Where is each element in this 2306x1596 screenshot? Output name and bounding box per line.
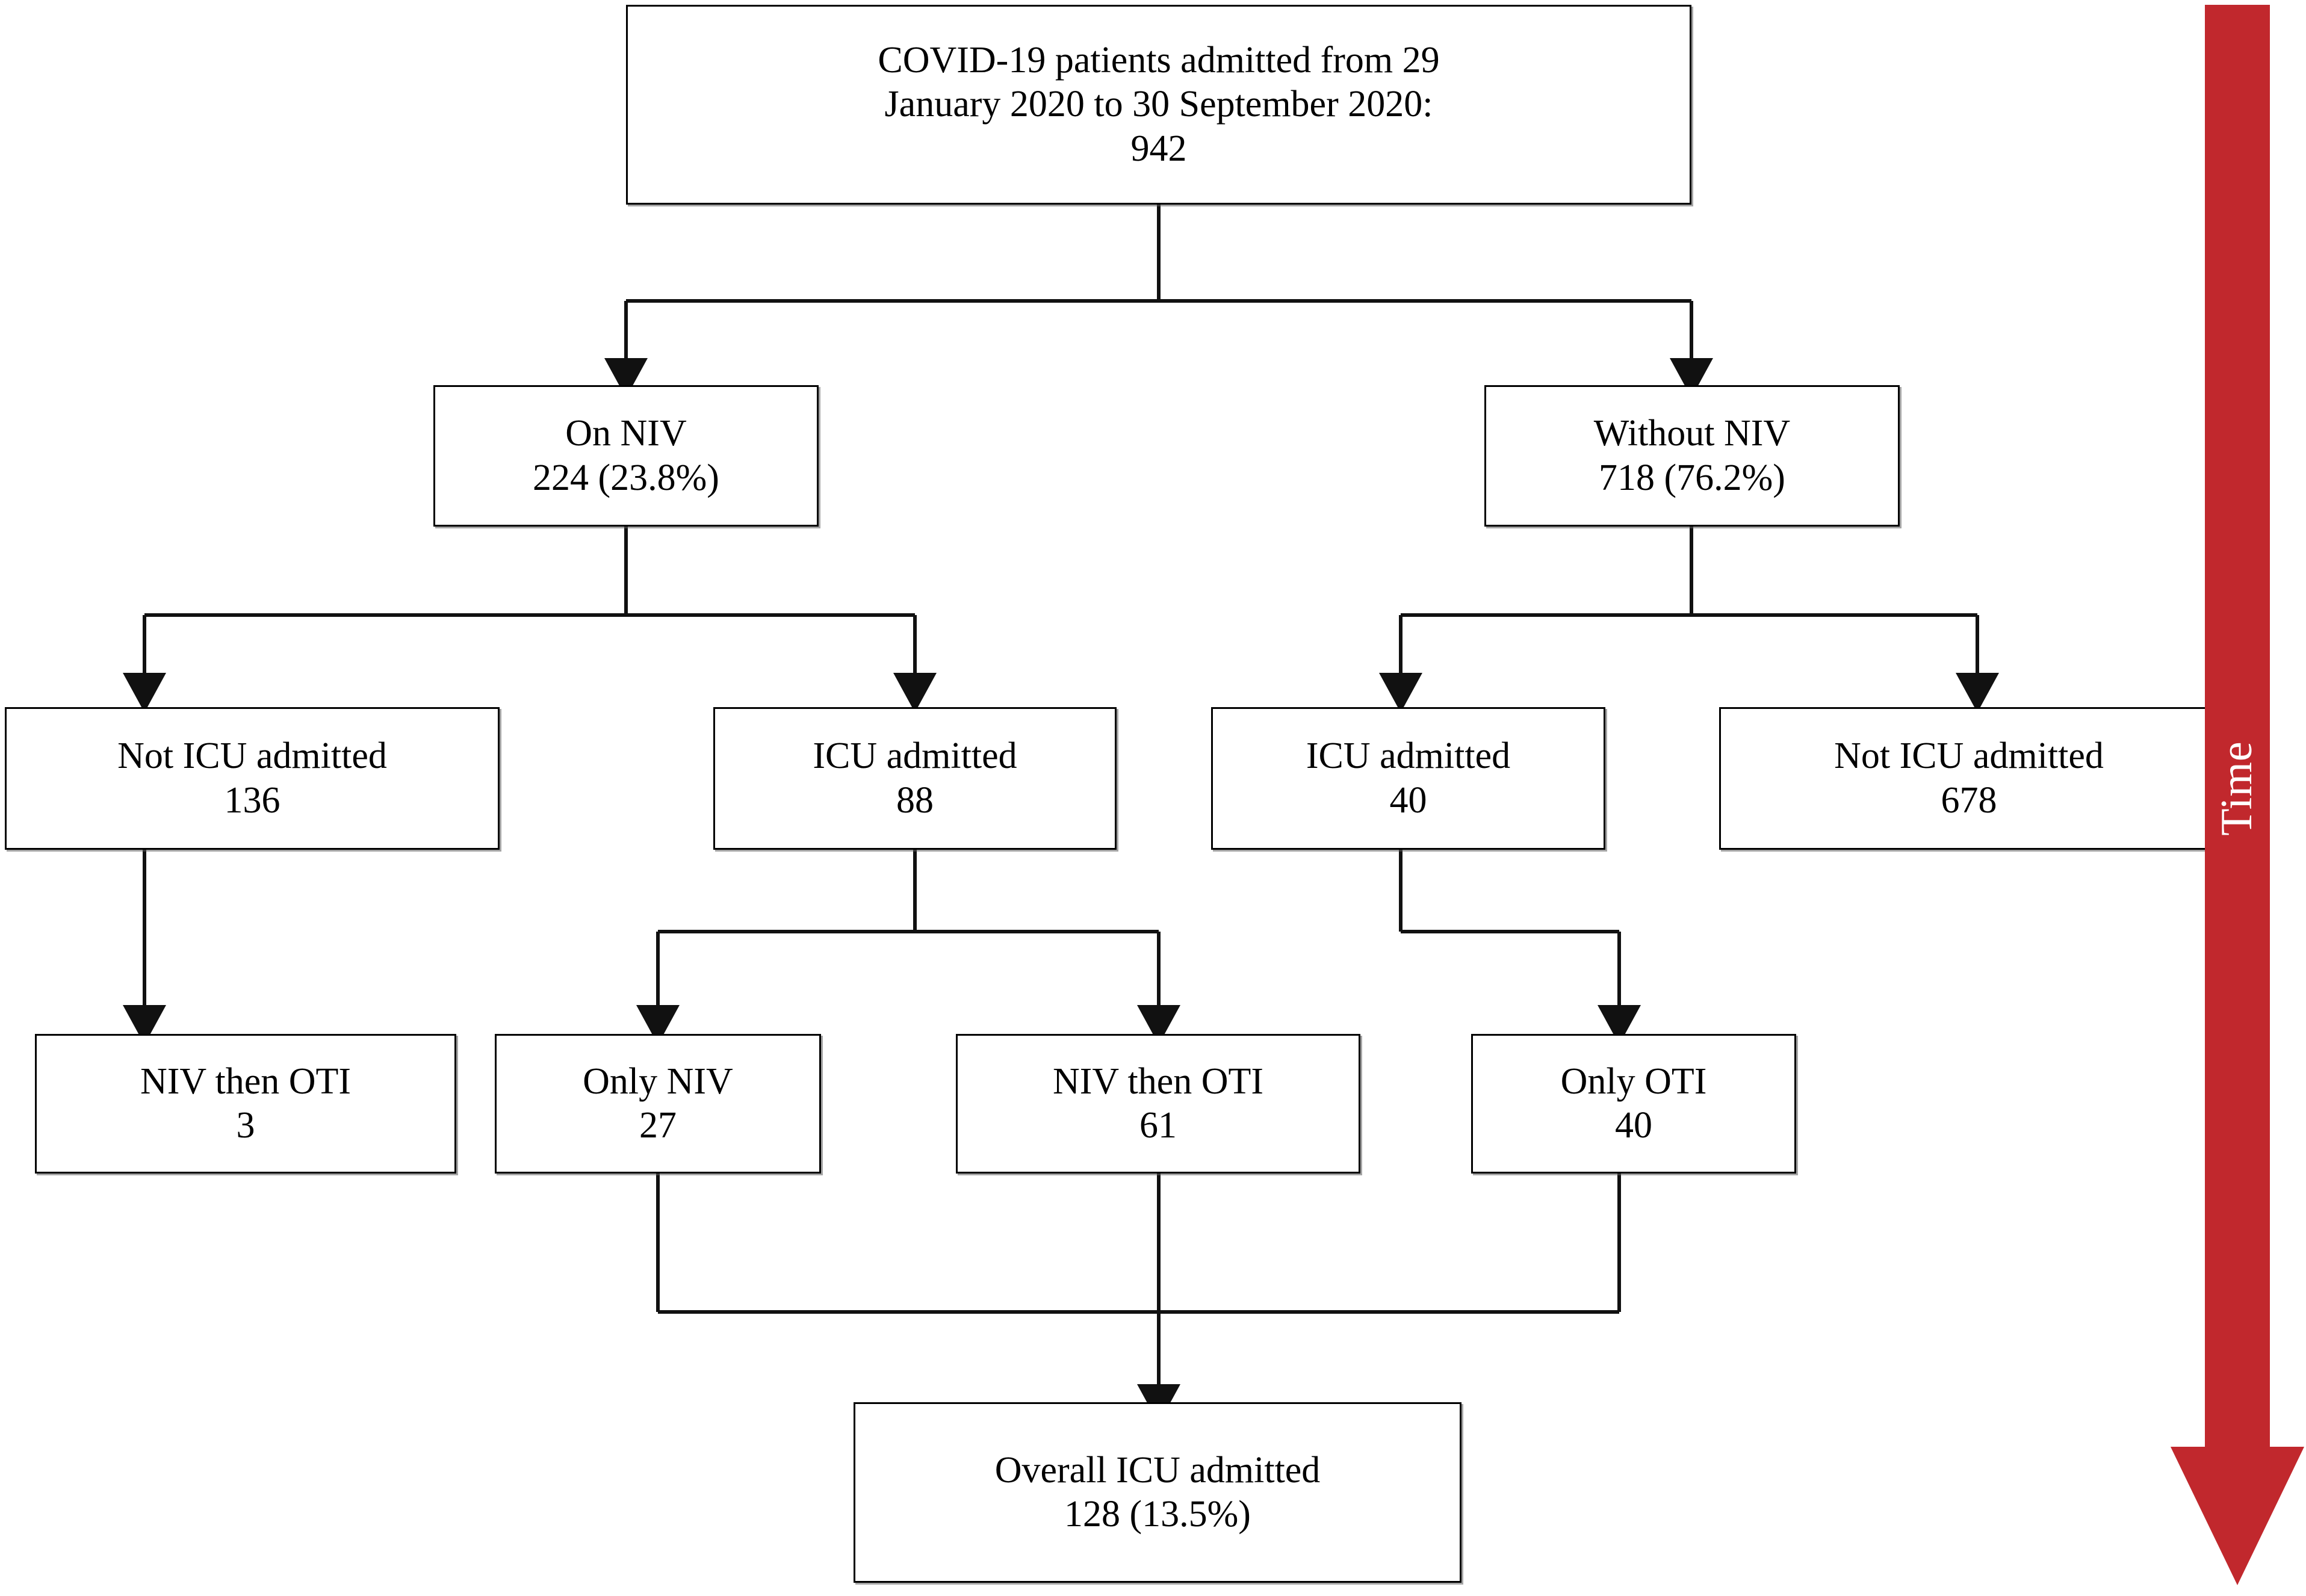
- node-nonniv-icu-value: 40: [1389, 779, 1427, 821]
- node-niv-icu-value: 88: [896, 779, 934, 821]
- node-only-niv-label: Only NIV: [583, 1060, 733, 1102]
- node-only-oti[interactable]: Only OTI 40: [1471, 1034, 1796, 1174]
- node-on-niv-value: 224 (23.8%): [533, 457, 719, 498]
- node-on-niv-label: On NIV: [565, 413, 687, 454]
- time-axis-arrow-shaft: [2205, 5, 2270, 1454]
- node-nonniv-not-icu[interactable]: Not ICU admitted 678: [1719, 707, 2219, 850]
- node-niv-icu[interactable]: ICU admitted 88: [713, 707, 1117, 850]
- node-niv-not-icu-value: 136: [224, 779, 281, 821]
- node-niv-then-oti-ward[interactable]: NIV then OTI 3: [35, 1034, 456, 1174]
- node-niv-then-oti-ward-label: NIV then OTI: [140, 1060, 352, 1102]
- node-overall-icu[interactable]: Overall ICU admitted 128 (13.5%): [854, 1402, 1461, 1583]
- node-niv-then-oti-ward-value: 3: [236, 1105, 255, 1146]
- node-root[interactable]: COVID-19 patients admitted from 29 Janua…: [626, 5, 1691, 205]
- node-only-niv[interactable]: Only NIV 27: [495, 1034, 821, 1174]
- node-nonniv-not-icu-label: Not ICU admitted: [1834, 735, 2104, 777]
- node-root-line1: COVID-19 patients admitted from 29: [878, 40, 1440, 81]
- node-without-niv[interactable]: Without NIV 718 (76.2%): [1484, 385, 1900, 527]
- node-nonniv-not-icu-value: 678: [1941, 779, 1997, 821]
- node-nonniv-icu[interactable]: ICU admitted 40: [1211, 707, 1605, 850]
- node-overall-icu-label: Overall ICU admitted: [994, 1449, 1321, 1491]
- node-nonniv-icu-label: ICU admitted: [1306, 735, 1511, 777]
- node-niv-not-icu[interactable]: Not ICU admitted 136: [5, 707, 500, 850]
- time-axis-arrowhead-icon: [2171, 1447, 2304, 1585]
- node-niv-not-icu-label: Not ICU admitted: [117, 735, 387, 777]
- node-only-oti-value: 40: [1615, 1105, 1652, 1146]
- time-axis-label: Time: [2211, 741, 2261, 836]
- node-niv-then-oti-icu-label: NIV then OTI: [1052, 1060, 1264, 1102]
- node-root-line2: January 2020 to 30 September 2020:: [884, 84, 1433, 125]
- node-niv-icu-label: ICU admitted: [813, 735, 1017, 777]
- node-root-line3: 942: [1130, 128, 1187, 169]
- node-without-niv-label: Without NIV: [1593, 413, 1791, 454]
- node-only-niv-value: 27: [639, 1105, 677, 1146]
- node-niv-then-oti-icu[interactable]: NIV then OTI 61: [956, 1034, 1360, 1174]
- node-without-niv-value: 718 (76.2%): [1599, 457, 1785, 498]
- node-overall-icu-value: 128 (13.5%): [1064, 1494, 1251, 1535]
- node-only-oti-label: Only OTI: [1560, 1060, 1707, 1102]
- node-on-niv[interactable]: On NIV 224 (23.8%): [433, 385, 819, 527]
- node-niv-then-oti-icu-value: 61: [1139, 1105, 1177, 1146]
